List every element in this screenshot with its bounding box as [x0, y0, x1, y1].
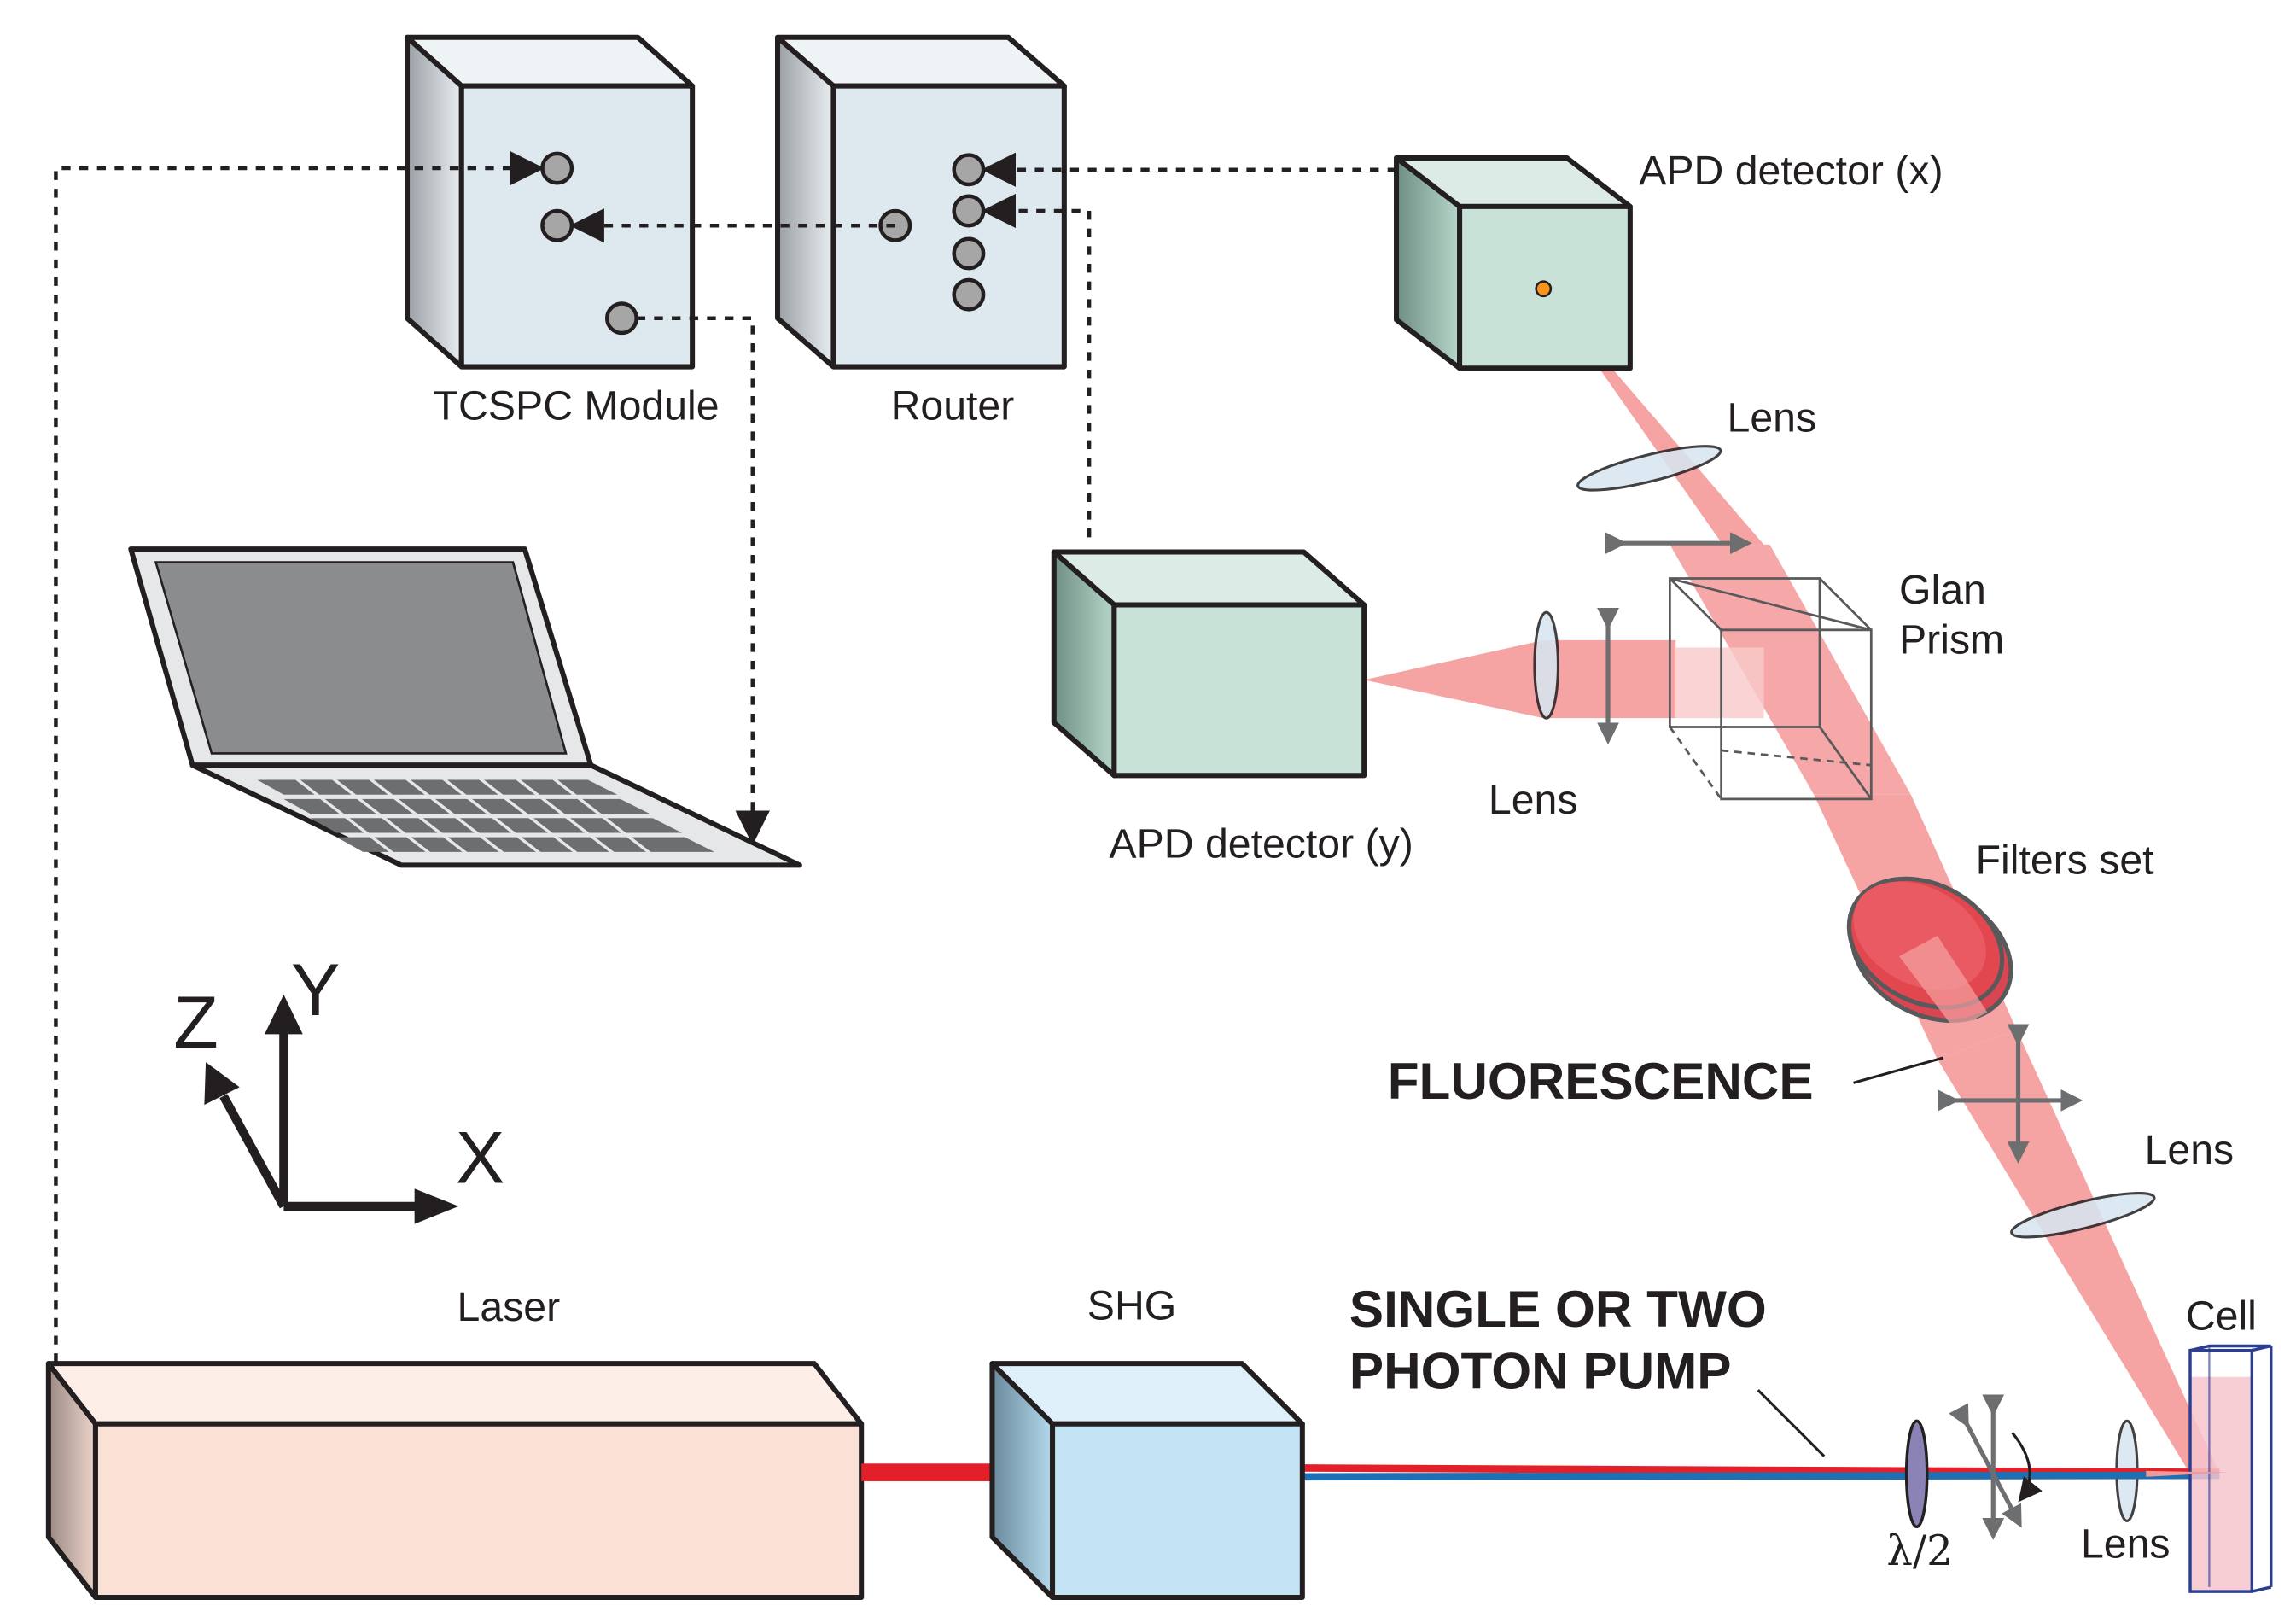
glan-label-line-2: Prism — [1899, 616, 2004, 663]
pump-polarization-rotation — [1949, 1394, 2043, 1540]
tcspc-module: TCSPC Module — [405, 34, 720, 429]
shg: SHG — [989, 1283, 1305, 1601]
filters-label: Filters set — [1976, 838, 2155, 884]
router: Router — [775, 34, 1067, 429]
axis-z-label: Z — [173, 982, 219, 1064]
router-input-2-connector — [952, 194, 986, 228]
tcspc-input-1-connector — [540, 151, 574, 185]
sample-cell: Cell — [2146, 1293, 2273, 1593]
axis-x-label: X — [456, 1117, 504, 1199]
tcspc-output-connector — [605, 301, 638, 336]
signal-cables — [54, 150, 1397, 1363]
axis-y-label: Y — [291, 949, 340, 1031]
router-input-3-connector — [952, 236, 986, 271]
glan-prism: Glan Prism — [1668, 567, 2004, 801]
lens-apd-x: Lens — [1576, 394, 1817, 492]
router-label: Router — [891, 383, 1015, 429]
lens-pump: Lens — [2081, 1419, 2171, 1567]
cell-label: Cell — [2186, 1293, 2257, 1340]
pump-label-line-2: PHOTON PUMP — [1349, 1341, 1732, 1399]
laptop-screen — [154, 561, 568, 755]
glan-label-line-1: Glan — [1899, 567, 1986, 613]
apd-x-label: APD detector (x) — [1639, 148, 1943, 194]
laptop-keyboard — [257, 779, 714, 852]
lens-apd-x-label: Lens — [1728, 394, 1817, 441]
laser-fundamental-beam — [861, 1463, 1031, 1481]
tcspc-to-laptop-cable — [636, 316, 770, 845]
pump-beams — [861, 1463, 2220, 1481]
polarization-arrows — [1597, 532, 2083, 1164]
half-wave-plate: λ/2 — [1886, 1419, 1953, 1575]
lens-apd-y-label: Lens — [1489, 777, 1578, 823]
apd-y-cable — [981, 193, 1092, 538]
laser: Laser — [45, 1284, 865, 1601]
filters-set: Filters set — [1846, 838, 2155, 1030]
apd-detector-y: APD detector (y) — [1051, 549, 1413, 867]
router-input-4-connector — [952, 277, 986, 312]
shg-label: SHG — [1087, 1283, 1177, 1329]
pump-label-line-1: SINGLE OR TWO — [1349, 1280, 1767, 1338]
router-input-1-connector — [952, 153, 986, 187]
tcspc-label: TCSPC Module — [434, 383, 720, 429]
lens-apd-y: Lens — [1489, 610, 1578, 823]
half-wave-label: λ/2 — [1886, 1527, 1952, 1575]
laptop — [128, 546, 802, 868]
blue-pump-beam — [1302, 1471, 2220, 1481]
apd-detector-x: APD detector (x) — [1394, 148, 1943, 371]
laser-label: Laser — [457, 1284, 561, 1330]
lens-collection-label: Lens — [2145, 1127, 2235, 1173]
apd-x-aperture — [1535, 280, 1553, 298]
laptop-key-gaps — [293, 775, 656, 858]
fluorescence-callout: FLUORESCENCE — [1388, 1052, 1944, 1110]
red-pump-beam — [1302, 1464, 2220, 1476]
laser-sync-cable — [54, 150, 545, 1363]
pump-callout: SINGLE OR TWO PHOTON PUMP — [1349, 1280, 1826, 1457]
apd-y-label: APD detector (y) — [1109, 821, 1413, 867]
fluorescence-label: FLUORESCENCE — [1388, 1052, 1814, 1110]
coordinate-axes: X Y Z — [173, 949, 504, 1224]
lens-pump-label: Lens — [2081, 1521, 2171, 1567]
tcspc-input-2-connector — [540, 208, 574, 242]
lens-collection: Lens — [2010, 1127, 2235, 1239]
